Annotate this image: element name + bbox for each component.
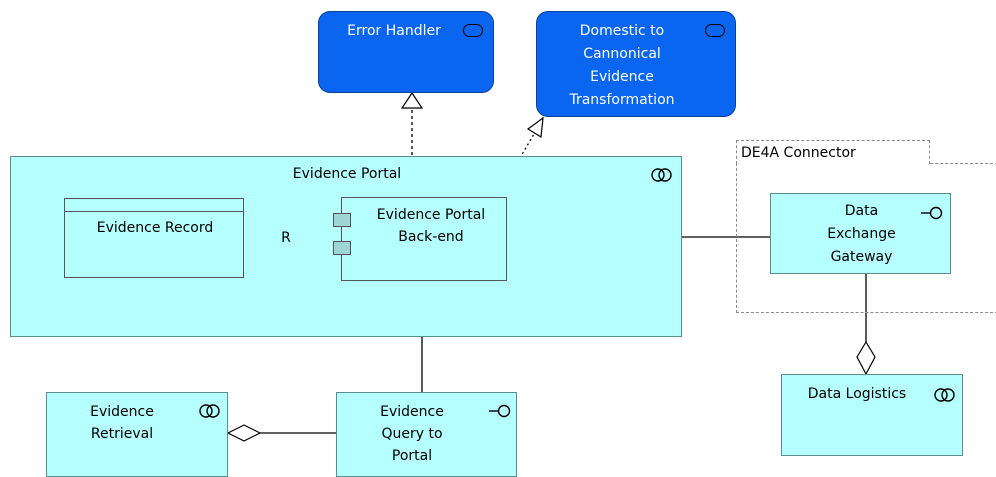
- evidence-query-node[interactable]: Evidence Query to Portal: [336, 392, 517, 477]
- data-exchange-gateway-node[interactable]: Data Exchange Gateway: [770, 193, 951, 274]
- label-line: Back-end: [398, 229, 464, 245]
- collaboration-icon: [934, 388, 955, 402]
- portal-backend-label: Evidence Portal Back-end: [354, 204, 508, 248]
- realization-arrowhead-domestic-transform: [526, 116, 544, 139]
- de4a-connector-label: DE4A Connector: [741, 145, 856, 161]
- label-line: Retrieval: [90, 426, 154, 442]
- error-handler-node[interactable]: Error Handler: [318, 11, 494, 93]
- label-line: Evidence: [90, 404, 154, 420]
- service-icon: [705, 24, 725, 37]
- label-line: Gateway: [830, 249, 893, 265]
- label-line: Data: [844, 203, 879, 219]
- data-logistics-label: Data Logistics: [807, 386, 907, 402]
- label-line: Portal: [391, 448, 433, 464]
- component-tab-bottom: [333, 241, 351, 255]
- aggregation-diamond-retrieval: [226, 424, 262, 442]
- evidence-query-label: Evidence Query to Portal: [337, 401, 487, 467]
- aggregation-diamond-logistics: [856, 340, 876, 376]
- label-line: Exchange: [827, 226, 896, 242]
- component-tab-top: [333, 213, 351, 227]
- collaboration-icon: [651, 168, 672, 182]
- domestic-transformation-label: Domestic to Cannonical Evidence Transfor…: [537, 20, 707, 112]
- evidence-retrieval-label: Evidence Retrieval: [47, 401, 197, 445]
- evidence-portal-label: Evidence Portal: [292, 166, 402, 182]
- de4a-connector-tab: DE4A Connector: [736, 140, 930, 164]
- label-line: Evidence: [590, 69, 654, 85]
- data-logistics-node[interactable]: Data Logistics: [781, 374, 963, 456]
- label-line: Evidence Portal: [376, 207, 486, 223]
- evidence-record-node[interactable]: Evidence Record: [64, 198, 244, 278]
- evidence-record-label: Evidence Record: [96, 220, 214, 236]
- r-relation-label: R: [281, 230, 291, 246]
- label-line: Evidence: [380, 404, 444, 420]
- domestic-transformation-node[interactable]: Domestic to Cannonical Evidence Transfor…: [536, 11, 736, 117]
- service-icon: [463, 24, 483, 37]
- label-line: Query to: [381, 426, 443, 442]
- portal-backend-node[interactable]: Evidence Portal Back-end: [341, 197, 507, 281]
- data-object-header-bar: [65, 211, 243, 212]
- label-line: Cannonical: [583, 46, 661, 62]
- collaboration-icon: [199, 404, 220, 418]
- interface-icon: [489, 404, 511, 418]
- realization-arrowhead-error-handler: [400, 91, 424, 109]
- error-handler-label: Error Handler: [347, 23, 441, 39]
- label-line: Transformation: [569, 92, 675, 108]
- label-line: Domestic to: [579, 23, 665, 39]
- data-exchange-gateway-label: Data Exchange Gateway: [771, 200, 952, 269]
- evidence-retrieval-node[interactable]: Evidence Retrieval: [46, 392, 228, 477]
- interface-icon: [921, 206, 943, 220]
